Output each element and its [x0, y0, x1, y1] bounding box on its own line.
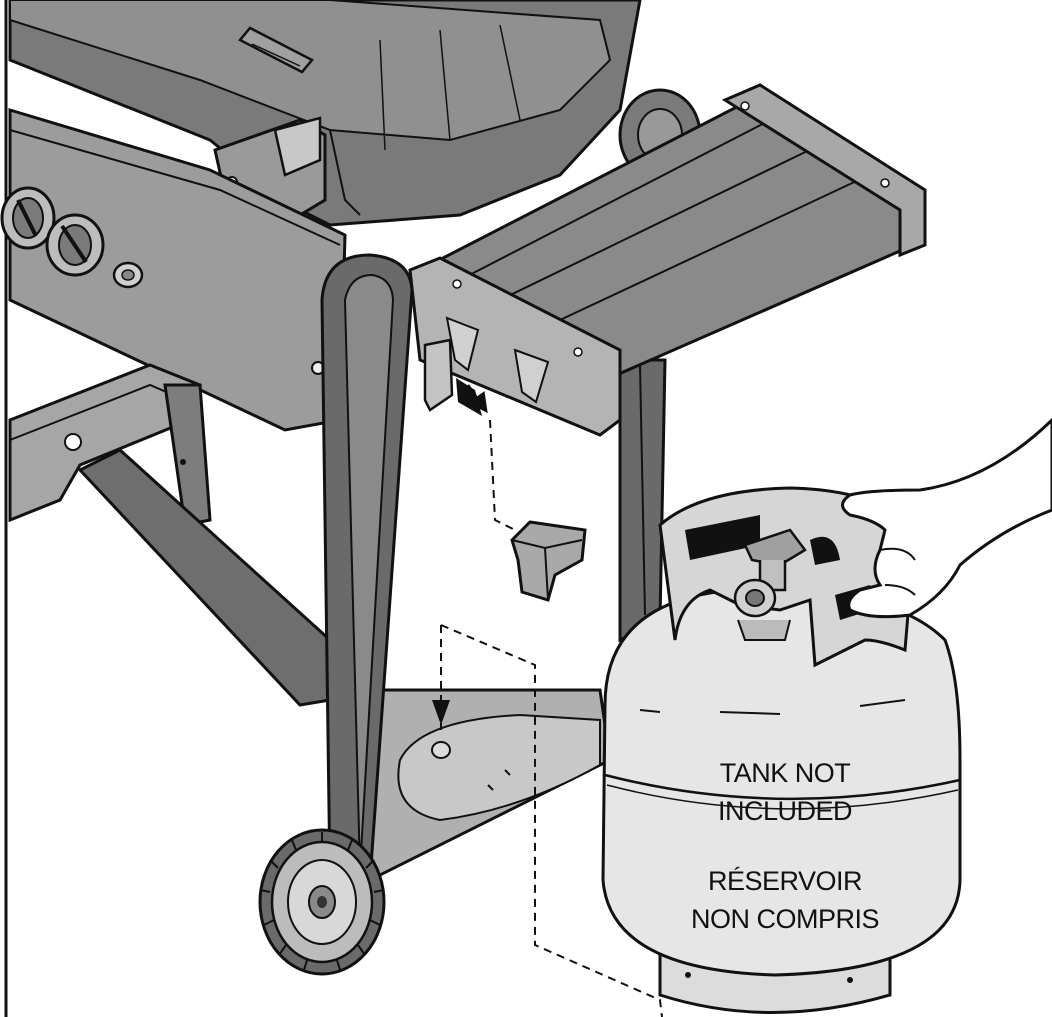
control-knob-icon — [45, 213, 105, 277]
tank-label-english-line1: TANK NOT — [720, 758, 851, 788]
right-leg — [618, 358, 667, 643]
tank-label-english-line2: INCLUDED — [718, 796, 852, 826]
left-side-shelf — [8, 363, 202, 523]
rear-legs — [163, 383, 212, 527]
tank-label-french-line2: NON COMPRIS — [691, 904, 879, 934]
control-panel — [0, 107, 347, 432]
tank-retainer-clip — [510, 520, 587, 602]
tank-hook-bracket — [423, 338, 454, 412]
propane-tank-icon — [601, 486, 962, 1014]
down-arrow-icon — [456, 378, 482, 416]
tank-label: TANK NOT INCLUDED RÉSERVOIR NON COMPRIS — [691, 758, 880, 934]
brand-badge — [238, 26, 314, 74]
wheel-icon — [258, 828, 386, 976]
control-knob-icon — [0, 186, 56, 250]
grill-lid — [8, 0, 642, 227]
igniter-button-icon — [112, 261, 144, 289]
tank-locator-stud — [431, 741, 451, 759]
bottom-shelf — [328, 688, 612, 882]
tank-label-french-line1: RÉSERVOIR — [708, 866, 862, 896]
tank-valve-icon — [733, 528, 807, 641]
hand-icon — [841, 417, 1052, 619]
right-side-shelf — [408, 83, 927, 437]
down-arrow-icon — [432, 700, 450, 725]
